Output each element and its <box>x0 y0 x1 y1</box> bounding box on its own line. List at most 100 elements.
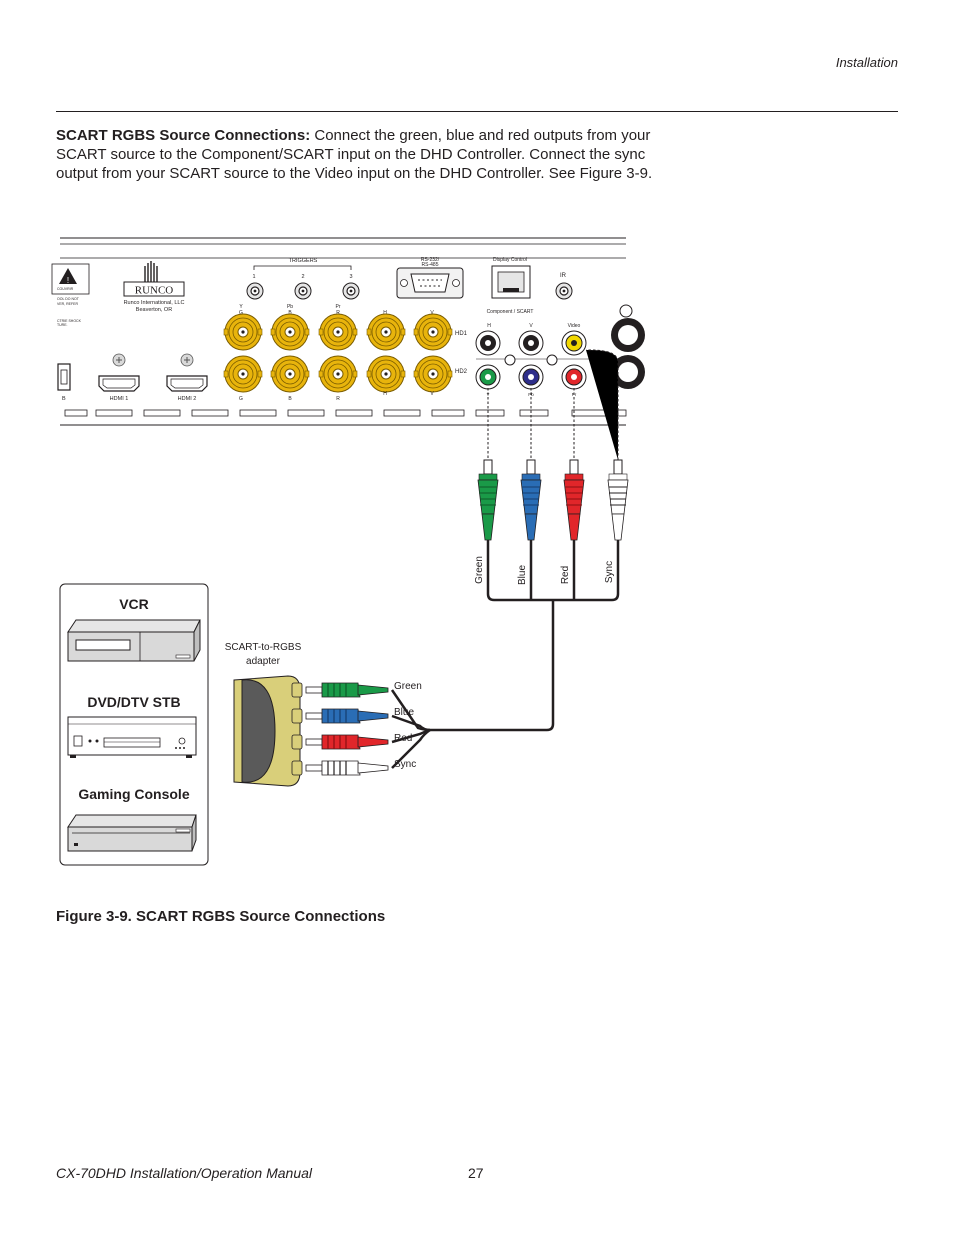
footer-manual-title: CX-70DHD Installation/Operation Manual <box>56 1165 313 1181</box>
bnc-y-label: Y <box>239 304 243 310</box>
adapter-plug-green <box>305 682 389 698</box>
company-location: Beaverton, OR <box>136 307 172 313</box>
bnc-connector <box>366 355 406 393</box>
hdmi-2-port <box>166 375 208 392</box>
hd1-v-jack <box>518 330 544 356</box>
rca-plug-red <box>563 459 585 541</box>
ir-label: IR <box>560 273 567 279</box>
warning-line-4: CTRIE SHOCK <box>57 319 82 323</box>
adapter-output-red: Red <box>394 733 412 744</box>
bnc-connector <box>270 355 310 393</box>
trigger-3-jack <box>342 282 360 300</box>
hd2-label: HD2 <box>455 369 468 375</box>
bnc-connector <box>270 313 310 351</box>
comp-h-label: H <box>487 323 491 329</box>
trigger-1-label: 1 <box>252 274 255 280</box>
bnc-pr-label: Pr <box>336 304 341 310</box>
warning-line-2: OOL DO NOT <box>57 297 80 301</box>
dvd-label: DVD/DTV STB <box>87 694 180 710</box>
dhd-controller-back-panel: ! COUVRIR OOL DO NOT VER, REFER CTRIE SH… <box>51 237 645 426</box>
adapter-plug-blue <box>305 708 389 724</box>
hdmi-1-port <box>98 375 140 392</box>
header-rule <box>56 111 898 112</box>
cable-label-red: Red <box>560 566 571 584</box>
partial-port-left <box>57 363 71 391</box>
bnc-g-bottom-label: G <box>239 396 243 402</box>
cable-label-green: Green <box>474 556 485 584</box>
footer-page-number: 27 <box>468 1165 484 1181</box>
video-label: Video <box>568 323 581 329</box>
hdmi-1-screw-icon <box>112 353 126 367</box>
adapter-output-sync: Sync <box>394 759 416 770</box>
rs232-label: RS-232/ <box>421 257 440 263</box>
ir-jack <box>555 282 573 300</box>
hdmi-1-label: HDMI 1 <box>110 396 129 402</box>
rca-plug-blue <box>520 459 542 541</box>
bnc-r-bottom-label: R <box>336 396 340 402</box>
bnc-connector <box>413 313 453 351</box>
ground-screw-icon <box>504 354 516 366</box>
adapter-plug-sync <box>305 760 389 776</box>
adapter-output-green: Green <box>394 681 422 692</box>
comp-v-label: V <box>529 323 533 329</box>
bnc-g-label: G <box>239 310 243 316</box>
bnc-connector <box>223 355 263 393</box>
bnc-connector <box>223 313 263 351</box>
bnc-connector <box>318 355 358 393</box>
hd1-h-jack <box>475 330 501 356</box>
hd2-pb-jack <box>518 364 544 390</box>
gaming-console-icon <box>67 814 197 852</box>
bnc-r-label: R <box>336 310 340 316</box>
adapter-plug-red <box>305 734 389 750</box>
vcr-icon <box>67 619 201 662</box>
hd1-label: HD1 <box>455 331 468 337</box>
bnc-b-label: B <box>288 310 292 316</box>
warning-line-3: VER, REFER <box>57 302 78 306</box>
cable-bundle <box>390 540 620 769</box>
warning-line-1: COUVRIR <box>57 287 74 291</box>
display-control-label: Display Control <box>493 257 527 263</box>
bnc-v-bottom-label: V <box>430 391 434 397</box>
connection-leader-lines <box>487 349 619 460</box>
adapter-output-blue: Blue <box>394 707 414 718</box>
bnc-connector <box>318 313 358 351</box>
running-header-section: Installation <box>835 55 898 70</box>
bnc-b-bottom-label: B <box>288 396 292 402</box>
component-scart-label: Component / SCART <box>487 309 534 315</box>
source-devices-box: VCR DVD/DTV STB Gaming Console <box>59 583 209 866</box>
intro-text: Connect the green, blue and red outputs … <box>56 127 653 182</box>
hdmi-2-label: HDMI 2 <box>178 396 197 402</box>
bnc-h-bottom-label: H <box>383 391 387 397</box>
trigger-3-label: 3 <box>349 274 352 280</box>
bnc-h-label: H <box>383 310 387 316</box>
intro-bold-lead: SCART RGBS Source Connections: <box>56 127 311 144</box>
panel-slot-markers <box>64 409 627 417</box>
warning-label: ! COUVRIR OOL DO NOT VER, REFER CTRIE SH… <box>51 263 90 327</box>
rs232-port <box>396 267 464 299</box>
trigger-2-label: 2 <box>301 274 304 280</box>
triggers-label: TRIGGERS <box>289 258 318 264</box>
hd2-y-jack <box>475 364 501 390</box>
intro-paragraph: SCART RGBS Source Connections: Connect t… <box>56 126 666 183</box>
bnc-connector <box>366 313 406 351</box>
vcr-label: VCR <box>119 596 149 612</box>
bnc-connector <box>413 355 453 393</box>
video-jack <box>561 330 587 356</box>
rs485-label: RS-485 <box>422 262 439 268</box>
adapter-label-line-1: SCART-to-RGBS <box>225 642 302 653</box>
rca-plug-sync <box>607 459 629 541</box>
dvd-stb-icon <box>67 716 197 758</box>
runco-logo: RUNCO <box>123 261 185 297</box>
cable-label-sync: Sync <box>604 561 615 583</box>
bnc-pb-label: Pb <box>287 304 293 310</box>
trigger-2-jack <box>294 282 312 300</box>
bnc-v-label: V <box>430 310 434 316</box>
ground-screw-icon <box>546 354 558 366</box>
brand-name: RUNCO <box>135 285 174 297</box>
cable-label-blue: Blue <box>517 565 528 585</box>
display-control-port <box>491 265 531 299</box>
right-edge-ports <box>611 304 645 389</box>
hd2-pr-jack <box>561 364 587 390</box>
svg-text:!: ! <box>67 276 69 285</box>
